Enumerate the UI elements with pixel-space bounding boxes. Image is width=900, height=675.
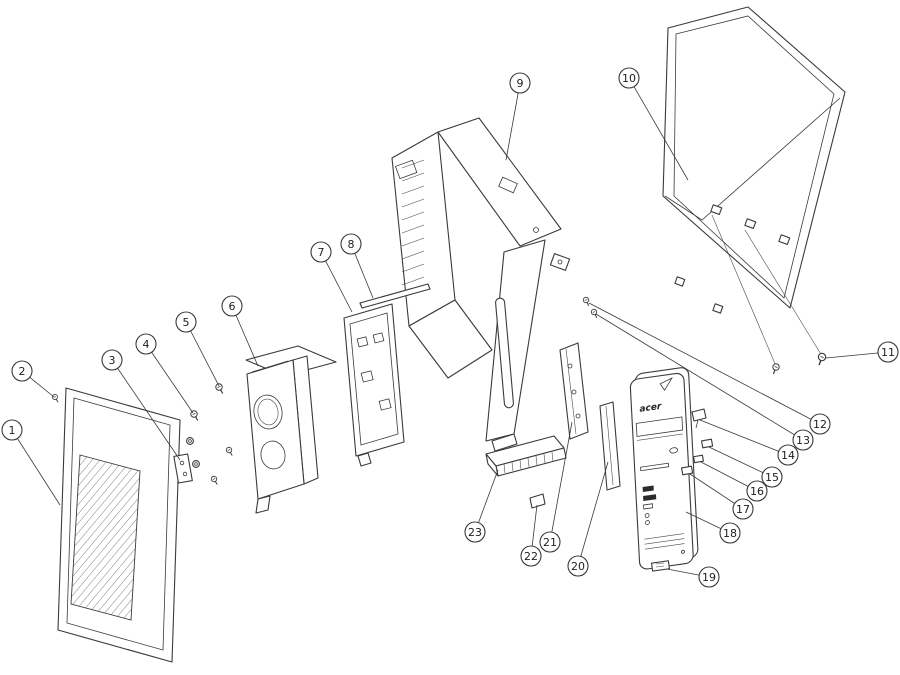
callout-7-mounting-plate: 7 [310, 241, 332, 263]
part-bezel-foot [650, 560, 671, 572]
part-left-fasteners [51, 382, 236, 487]
svg-text:10: 10 [622, 72, 636, 85]
svg-text:18: 18 [723, 527, 737, 540]
part-drive-bay-cover [485, 435, 567, 477]
part-side-vent-panel [57, 387, 181, 663]
callout-22-cap: 22 [520, 545, 542, 567]
callout-17-port-block: 17 [732, 498, 754, 520]
leader-line-7 [320, 251, 353, 313]
svg-text:3: 3 [109, 354, 116, 367]
callout-2-screw: 2 [11, 360, 33, 382]
callout-6-drive-cage-bracket: 6 [221, 295, 243, 317]
part-light-guide [599, 401, 621, 491]
leader-line-3 [111, 359, 181, 461]
svg-text:6: 6 [229, 300, 236, 313]
part-chassis-frame [391, 117, 571, 452]
callout-20-light-guide-strip: 20 [567, 555, 589, 577]
svg-text:8: 8 [348, 238, 355, 251]
svg-text:12: 12 [813, 418, 827, 431]
part-top-cover [662, 6, 846, 376]
leader-line-5 [185, 321, 220, 387]
leader-line-6 [231, 305, 259, 367]
callout-23-drive-bay-cover: 23 [464, 521, 486, 543]
leader-line-12 [588, 302, 821, 425]
svg-text:23: 23 [468, 526, 482, 539]
part-cap [529, 493, 546, 509]
leader-line-21 [549, 421, 573, 543]
svg-text:5: 5 [183, 316, 190, 329]
callout-16-clip: 16 [746, 480, 768, 502]
bezel-logo-text: acer [639, 402, 662, 415]
part-small-clips [681, 408, 714, 476]
callout-18-front-bezel: 18 [719, 522, 741, 544]
callout-10-top-cover: 10 [618, 67, 640, 89]
leader-line-4 [145, 343, 194, 414]
leader-line-1 [11, 429, 61, 506]
svg-text:4: 4 [143, 338, 150, 351]
svg-text:11: 11 [881, 346, 895, 359]
leader-line-14 [699, 419, 789, 456]
part-chassis-screws [581, 295, 600, 320]
leader-line-23 [474, 469, 499, 533]
callout-8-guide-rail: 8 [340, 233, 362, 255]
callout-19-bezel-foot: 19 [698, 566, 720, 588]
callout-5-screw: 5 [175, 311, 197, 333]
callout-13-screw: 13 [792, 429, 814, 451]
svg-text:17: 17 [736, 503, 750, 516]
callout-14-clip-bracket: 14 [777, 444, 799, 466]
leader-line-9 [505, 82, 521, 161]
svg-text:20: 20 [571, 560, 585, 573]
svg-text:2: 2 [19, 365, 26, 378]
svg-text:15: 15 [765, 471, 779, 484]
svg-text:1: 1 [9, 424, 16, 437]
svg-text:19: 19 [702, 571, 716, 584]
part-drive-cage-bracket [245, 345, 337, 514]
svg-text:14: 14 [781, 449, 795, 462]
leader-line-13 [595, 313, 804, 441]
part-mounting-plate [343, 303, 405, 467]
svg-text:16: 16 [750, 485, 764, 498]
leader-line-17 [689, 473, 744, 510]
svg-text:21: 21 [543, 536, 557, 549]
svg-text:7: 7 [318, 246, 325, 259]
part-guide-rail [359, 283, 431, 309]
callout-3-bracket-with-screws: 3 [101, 349, 123, 371]
callout-9-chassis-frame: 9 [509, 72, 531, 94]
callout-1-side-vent-panel: 1 [1, 419, 23, 441]
svg-text:9: 9 [517, 77, 524, 90]
callout-4-screw: 4 [135, 333, 157, 355]
part-front-bezel: acer [629, 367, 699, 570]
leader-line-15 [708, 446, 773, 478]
callout-11-screw: 11 [877, 341, 899, 363]
part-side-bracket-plate [559, 342, 589, 440]
callout-21-side-bracket-plate: 21 [539, 531, 561, 553]
leader-line-10 [628, 77, 689, 181]
svg-text:22: 22 [524, 550, 538, 563]
callout-15-latch: 15 [761, 466, 783, 488]
svg-text:13: 13 [796, 434, 810, 447]
callout-12-screw: 12 [809, 413, 831, 435]
leader-line-20 [577, 461, 609, 567]
